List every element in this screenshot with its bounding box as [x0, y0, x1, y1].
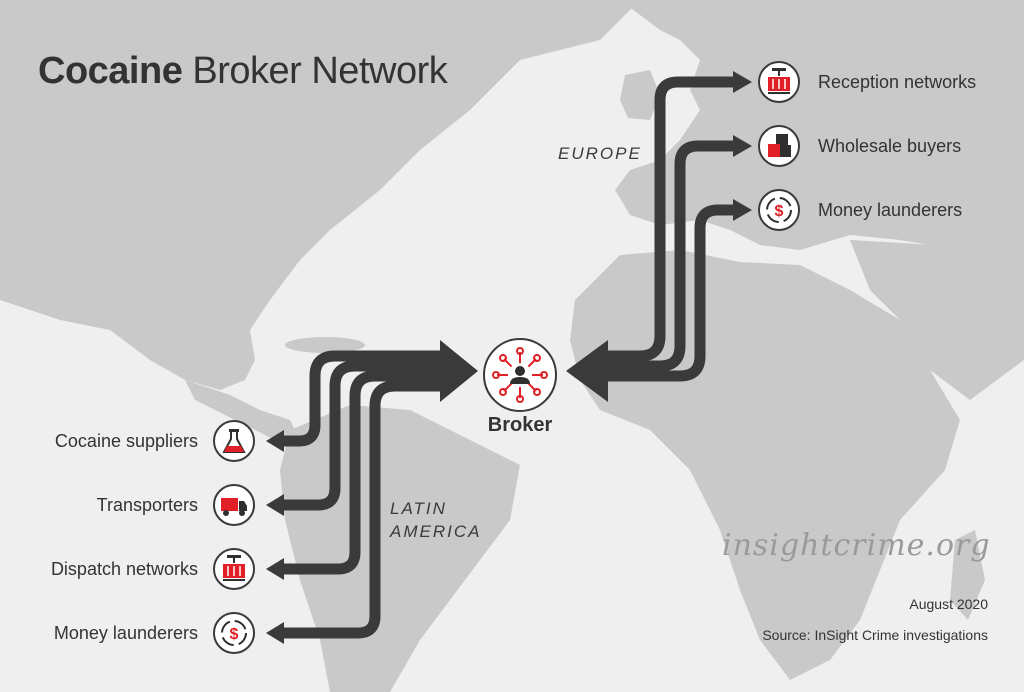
central-america-landmass — [185, 380, 300, 445]
region-label-latin: LATIN — [390, 499, 447, 518]
greenland-landmass — [400, 0, 560, 70]
arrowhead-to-broker-west — [440, 340, 478, 402]
arrowhead-money-launderers-europe — [733, 199, 752, 221]
cuba-landmass — [285, 337, 365, 353]
madagascar-landmass — [950, 530, 985, 620]
north-america-landmass — [0, 0, 640, 390]
flow-line-dispatch-networks — [282, 370, 450, 575]
uk-landmass — [620, 70, 660, 120]
source-line: Source: InSight Crime investigations — [700, 627, 988, 643]
europe-node-label: Reception networks — [818, 72, 977, 92]
date-label: August 2020 — [909, 596, 988, 612]
region-label-europe: EUROPE — [558, 144, 642, 163]
truck-icon — [213, 484, 255, 526]
container-crane-icon — [758, 61, 800, 103]
latam-node-label: Cocaine suppliers — [54, 431, 198, 451]
arrowhead-to-broker-east — [566, 340, 608, 402]
flow-line-wholesale-buyers — [600, 140, 735, 372]
flow-line-reception-networks — [600, 76, 735, 362]
source-prefix: Source: — [762, 627, 815, 643]
arrowhead-dispatch-networks — [266, 558, 284, 580]
middle-east-landmass — [850, 240, 1024, 400]
broker-label: Broker — [487, 414, 553, 436]
arrowhead-money-launderers-latam — [266, 622, 284, 644]
svg-text:$: $ — [230, 626, 239, 643]
flask-icon — [213, 420, 255, 462]
europe-node-label: Wholesale buyers — [818, 136, 962, 156]
flow-line-cocaine-suppliers — [282, 350, 450, 447]
money-cycle-icon: $ — [758, 189, 800, 231]
africa-landmass — [570, 250, 960, 680]
title-rest: Broker Network — [182, 50, 448, 92]
source-org: InSight Crime investigations — [814, 627, 988, 643]
latam-node-label: Dispatch networks — [50, 559, 198, 579]
flow-line-money-launderers-latam — [282, 380, 450, 639]
region-label-america: AMERICA — [390, 522, 482, 541]
flow-line-money-launderers-europe — [600, 204, 735, 382]
flow-line-transporters — [282, 360, 450, 511]
broker-network-icon — [483, 338, 557, 412]
latam-node-label: Transporters — [96, 495, 198, 515]
container-crane-icon — [213, 548, 255, 590]
arrowhead-transporters — [266, 494, 284, 516]
arrowhead-cocaine-suppliers — [266, 430, 284, 452]
europe-landmass — [615, 0, 1024, 260]
svg-text:$: $ — [775, 203, 784, 220]
arrowhead-wholesale-buyers — [733, 135, 752, 157]
europe-node-label: Money launderers — [818, 200, 963, 220]
latam-node-label: Money launderers — [53, 623, 198, 643]
boxes-icon — [758, 125, 800, 167]
money-cycle-icon: $ — [213, 612, 255, 654]
page-title: Cocaine Broker Network — [38, 50, 448, 93]
title-bold: Cocaine — [38, 50, 183, 92]
arrowhead-reception-networks — [733, 71, 752, 93]
watermark: insightcrime.org — [722, 528, 991, 563]
